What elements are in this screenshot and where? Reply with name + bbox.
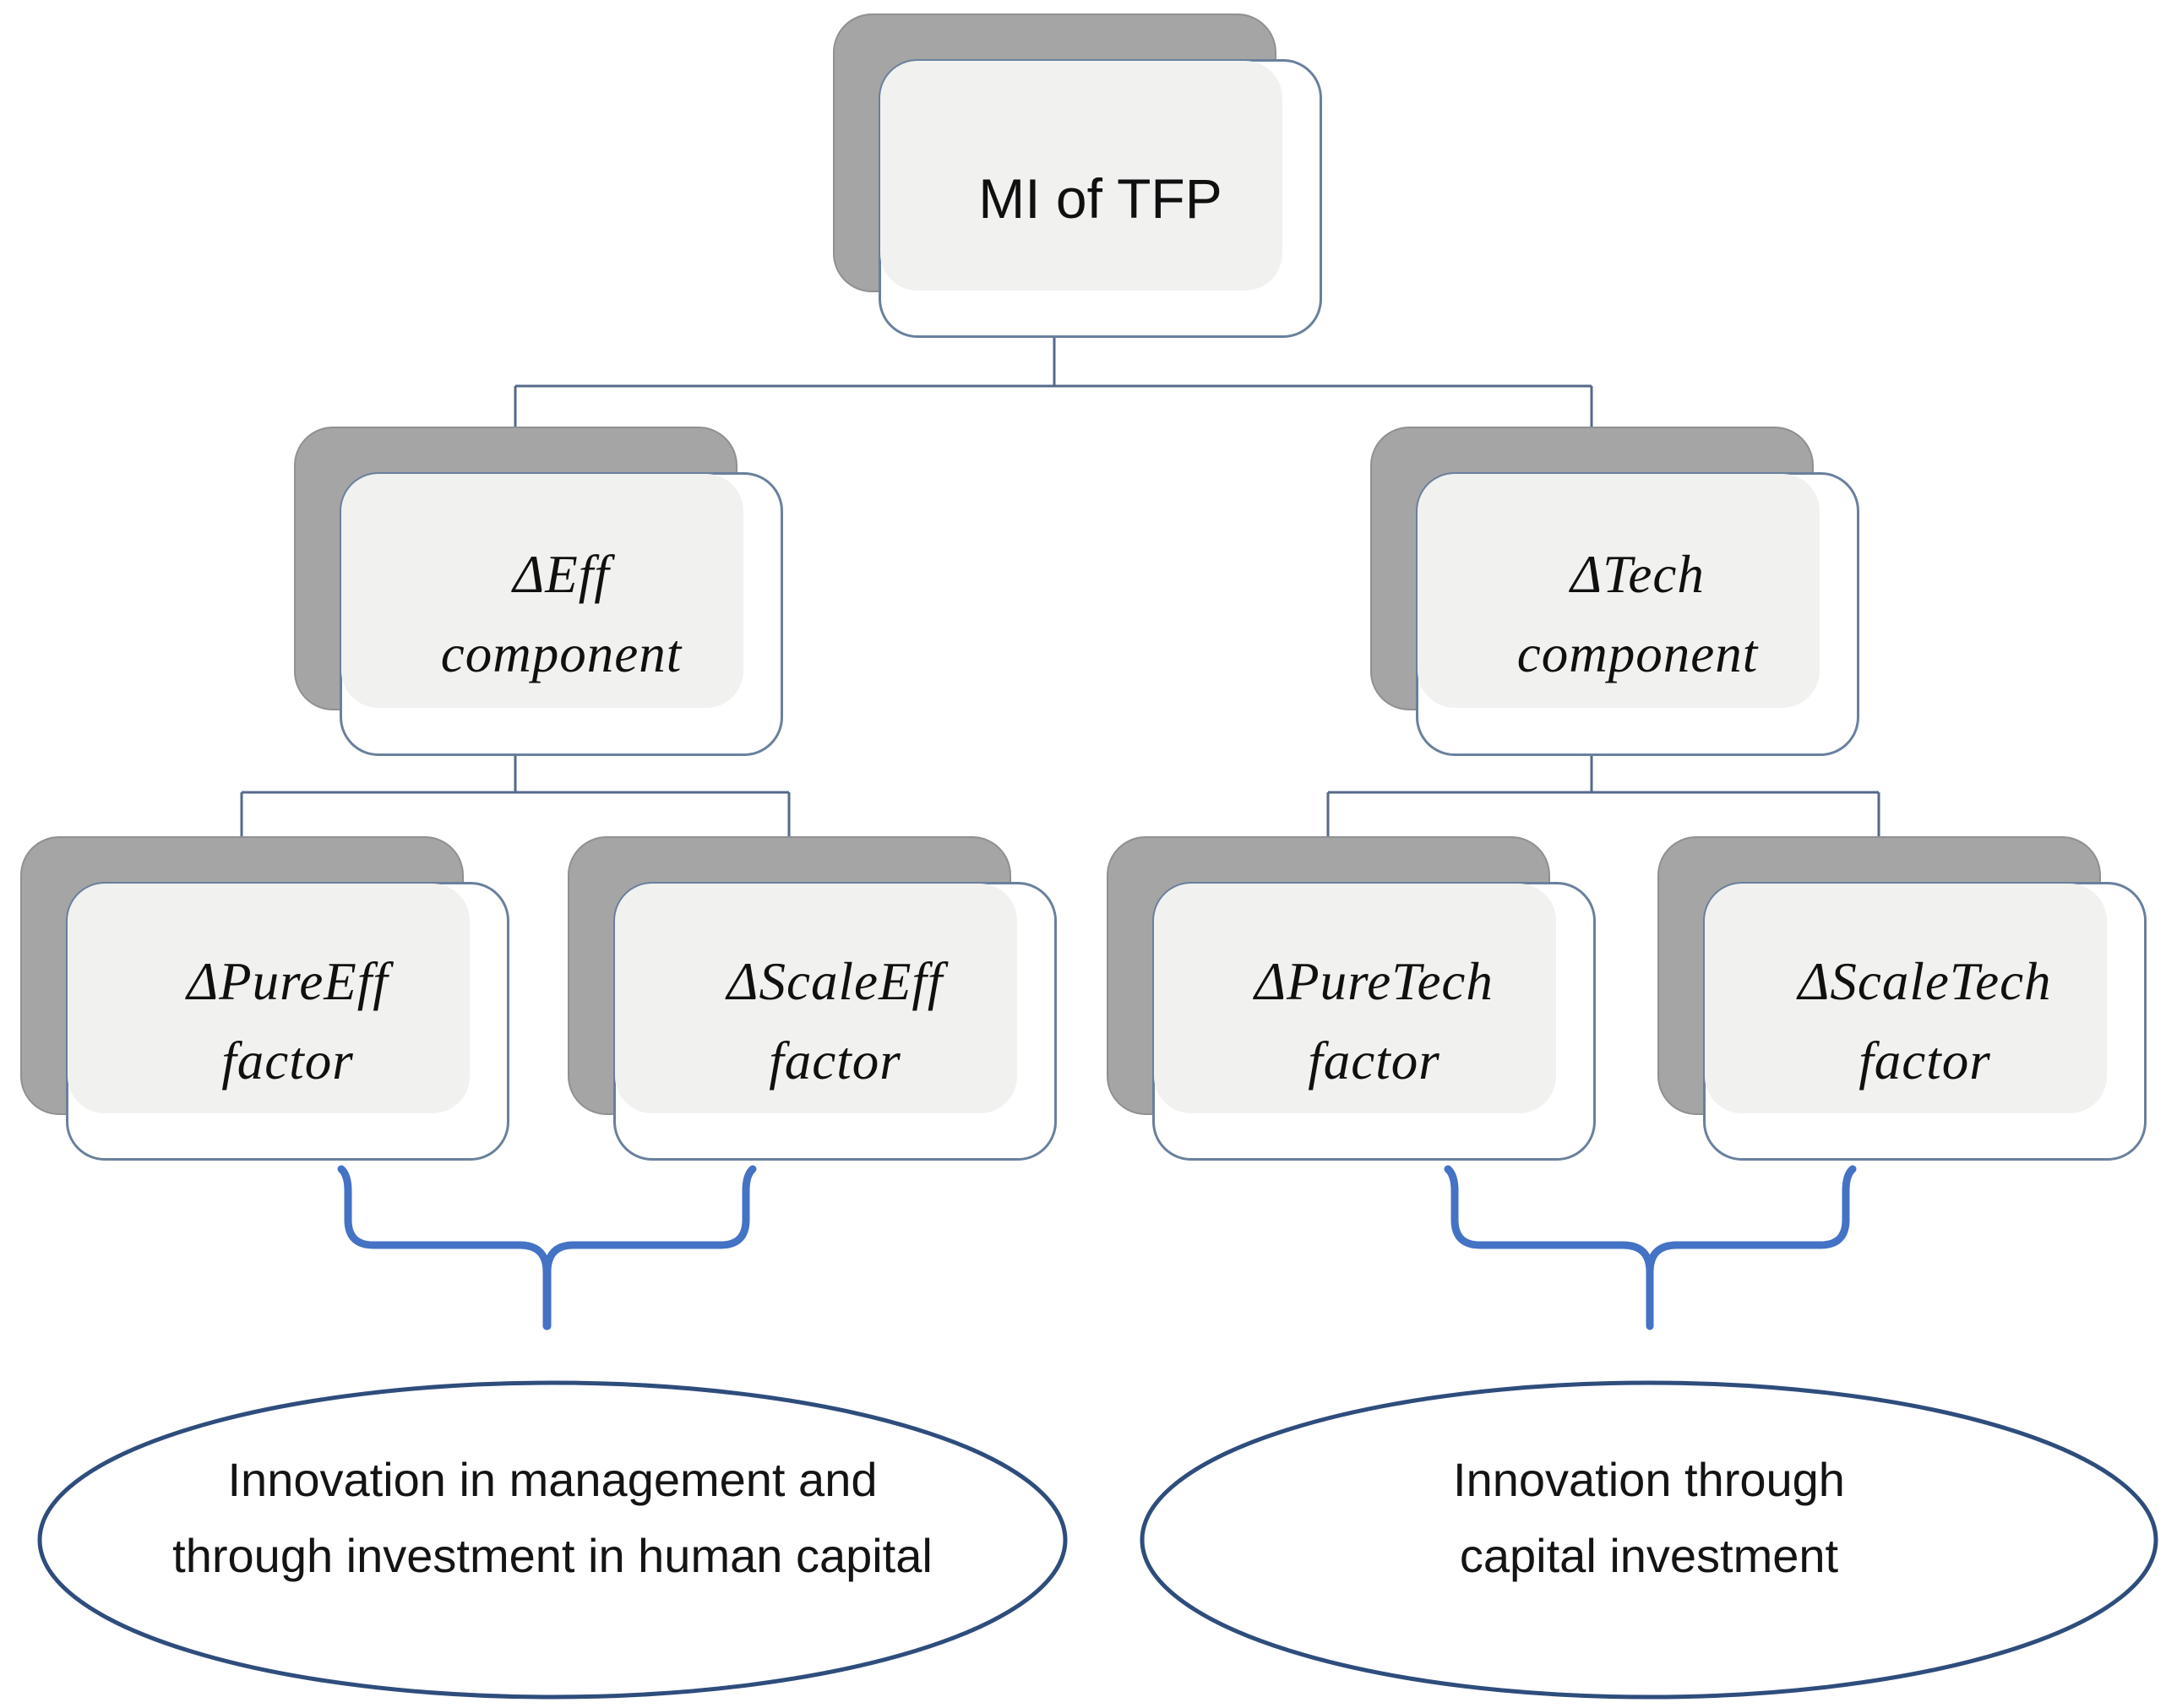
node-inner-panel bbox=[1418, 474, 1820, 708]
node-label: ΔScaleEff factor bbox=[727, 951, 944, 1091]
connector-tech-to-children bbox=[1326, 754, 1880, 840]
node-box: ΔScaleEff factor bbox=[613, 882, 1057, 1161]
node-box: ΔPureEff factor bbox=[66, 882, 509, 1161]
node-label: ΔPureEff factor bbox=[187, 951, 389, 1091]
node-scale-tech-factor: ΔScaleTech factor bbox=[1657, 836, 2147, 1161]
brace-left bbox=[337, 1165, 757, 1330]
node-eff-component: ΔEff component bbox=[294, 427, 783, 756]
node-pure-eff-factor: ΔPureEff factor bbox=[20, 836, 509, 1161]
node-box: ΔEff component bbox=[340, 472, 783, 756]
node-inner-panel bbox=[880, 61, 1282, 291]
callout-left-line2: through investment in human capital bbox=[172, 1529, 933, 1582]
node-mi-of-tfp: MI of TFP bbox=[833, 14, 1322, 338]
callout-right-text: Innovation through capital investment bbox=[1453, 1442, 1845, 1594]
ellipse-right bbox=[1140, 1380, 2158, 1700]
node-box: ΔTech component bbox=[1416, 472, 1859, 756]
callout-right-line1: Innovation through bbox=[1453, 1453, 1845, 1506]
node-box: MI of TFP bbox=[879, 59, 1322, 338]
node-label: ΔScaleTech factor bbox=[1798, 951, 2052, 1091]
callout-left-line1: Innovation in management and bbox=[227, 1453, 878, 1506]
node-label: ΔPureTech factor bbox=[1254, 951, 1494, 1091]
node-inner-panel bbox=[615, 884, 1017, 1113]
node-box: ΔScaleTech factor bbox=[1703, 882, 2147, 1161]
node-pure-tech-factor: ΔPureTech factor bbox=[1107, 836, 1596, 1161]
node-label: ΔEff component bbox=[440, 544, 683, 684]
node-inner-panel bbox=[341, 474, 743, 708]
node-inner-panel bbox=[1154, 884, 1556, 1113]
node-tech-component: ΔTech component bbox=[1370, 427, 1859, 756]
connector-root-to-level2 bbox=[514, 336, 1593, 429]
node-scale-eff-factor: ΔScaleEff factor bbox=[568, 836, 1057, 1161]
callout-right-line2: capital investment bbox=[1459, 1529, 1839, 1582]
ellipse-left bbox=[37, 1380, 1068, 1700]
node-inner-panel bbox=[68, 884, 470, 1113]
node-inner-panel bbox=[1705, 884, 2107, 1113]
callout-left-text: Innovation in management and through inv… bbox=[172, 1442, 933, 1594]
node-box: ΔPureTech factor bbox=[1152, 882, 1596, 1161]
connector-eff-to-children bbox=[240, 754, 791, 840]
brace-right bbox=[1444, 1165, 1857, 1330]
node-label: MI of TFP bbox=[978, 166, 1222, 230]
node-label: ΔTech component bbox=[1516, 544, 1759, 684]
